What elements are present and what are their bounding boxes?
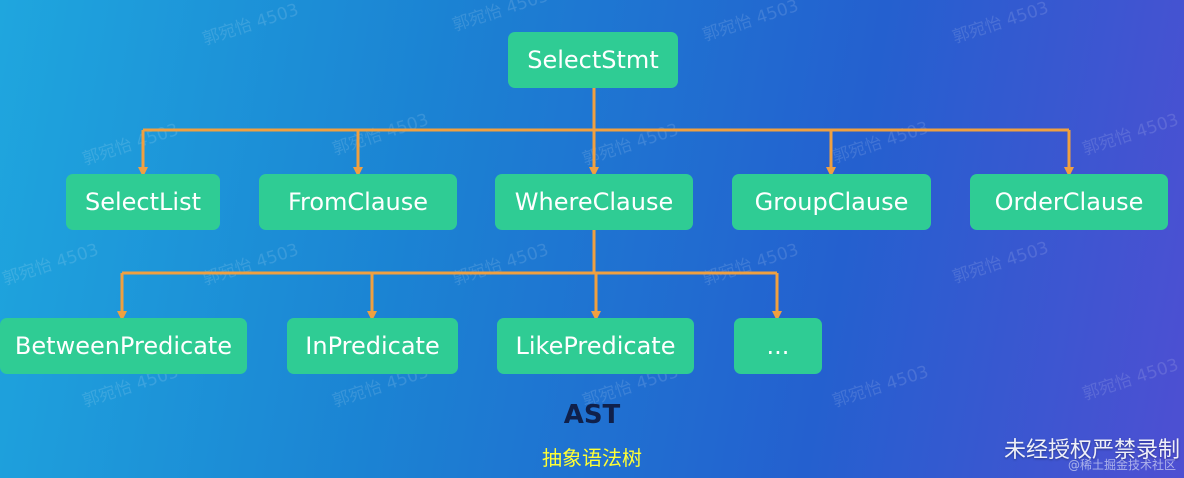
recording-notice: 未经授权严禁录制 (1003, 438, 1180, 463)
node-inpredicate: InPredicate (287, 318, 458, 374)
platform-watermark: @稀土掘金技术社区 (1067, 458, 1176, 472)
node-orderclause: OrderClause (970, 174, 1168, 230)
node-ellipsis: ... (734, 318, 822, 374)
node-whereclause: WhereClause (495, 174, 693, 230)
node-selectlist: SelectList (66, 174, 220, 230)
diagram-subtitle: 抽象语法树 (542, 446, 642, 470)
diagram-title: AST (563, 400, 621, 430)
node-betweenpredicate: BetweenPredicate (0, 318, 247, 374)
node-groupclause: GroupClause (732, 174, 931, 230)
node-fromclause: FromClause (259, 174, 457, 230)
node-likepredicate: LikePredicate (497, 318, 694, 374)
node-selectstmt: SelectStmt (508, 32, 678, 88)
